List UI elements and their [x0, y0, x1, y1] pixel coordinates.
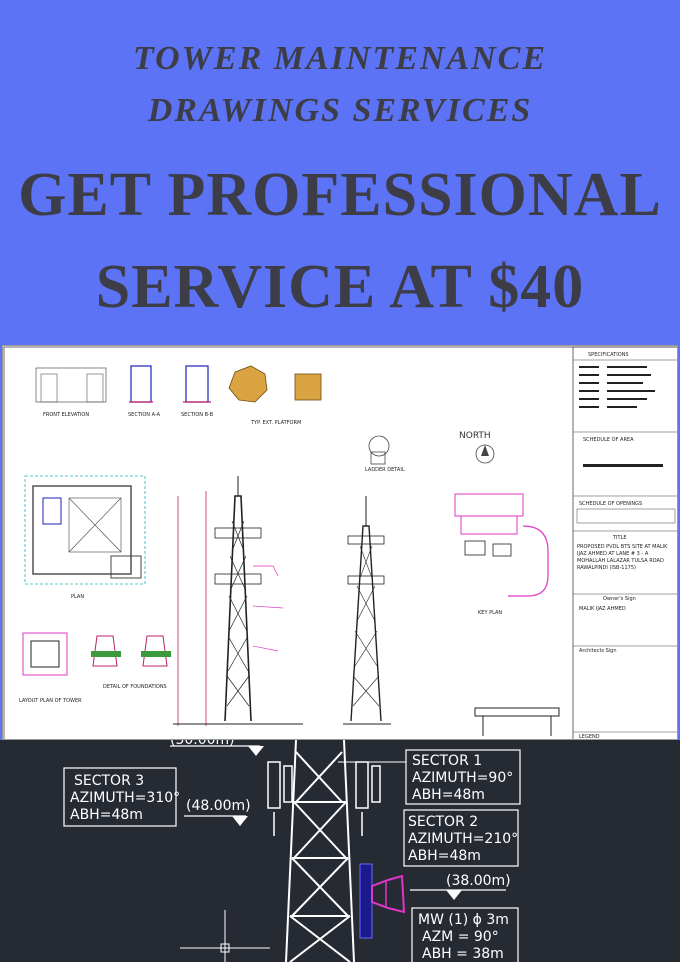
headline-line-1: GET PROFESSIONAL [18, 161, 662, 229]
ladder-detail-label: LADDER DETAIL [365, 467, 405, 473]
sector-2-abh: ABH=48m [408, 848, 481, 864]
drawing-sheet: FRONT ELEVATION SECTION A-A SECTION B-B … [2, 345, 678, 740]
mw-callout: MW (1) ϕ 3m AZM = 90° ABH = 38m [411, 907, 519, 962]
tb-schedule-area: SCHEDULE OF AREA [583, 437, 634, 443]
subtitle-line-2: DRAWINGS SERVICES [147, 92, 533, 129]
north-label: NORTH [459, 431, 491, 441]
tower-lattice [285, 740, 355, 962]
tb-specifications: SPECIFICATIONS [588, 352, 629, 358]
front-elevation-label: FRONT ELEVATION [43, 412, 89, 418]
sector-3-azimuth: AZIMUTH=310° [70, 790, 180, 806]
headline-line-2: SERVICE AT $40 [95, 253, 585, 321]
foundation-details-label: DETAIL OF FOUNDATIONS [103, 684, 167, 690]
sector-1-azimuth: AZIMUTH=90° [412, 770, 513, 786]
tb-project: PROPOSED PVDL BTS SITE AT MALIK IJAZ AHM… [577, 544, 668, 571]
dim-48-text: (48.00m) [186, 798, 251, 814]
sector-3-abh: ABH=48m [70, 807, 143, 823]
layout-plan-label: LAYOUT PLAN OF TOWER [19, 698, 82, 704]
key-plan-label: KEY PLAN [478, 610, 502, 616]
title-block [572, 346, 677, 739]
north-arrow: NORTH [459, 431, 495, 464]
mw-azimuth: AZM = 90° [422, 929, 499, 945]
section-bb-label: SECTION B-B [181, 412, 214, 418]
sector-3-title: SECTOR 3 [74, 773, 144, 789]
sector-1-abh: ABH=48m [412, 787, 485, 803]
sector-2-title: SECTOR 2 [408, 814, 478, 830]
section-aa: SECTION A-A [128, 365, 161, 418]
cad-drawing: (50.00m) SECTOR 3 AZIMUTH=310° ABH=48m (… [63, 740, 521, 962]
tower-elevation-right [343, 496, 391, 725]
cad-cursor [180, 910, 270, 962]
layout-plan: LAYOUT PLAN OF TOWER [19, 632, 82, 704]
sector-2-azimuth: AZIMUTH=210° [408, 831, 518, 847]
tb-owners-sign: Owner's Sign [603, 596, 636, 602]
cad-detail: (50.00m) SECTOR 3 AZIMUTH=310° ABH=48m (… [0, 740, 680, 962]
mw-abh: ABH = 38m [422, 946, 504, 962]
plan: PLAN [24, 475, 146, 600]
foundation-details: DETAIL OF FOUNDATIONS [91, 635, 171, 690]
section-aa-label: SECTION A-A [128, 412, 161, 418]
dim-38: (38.00m) [410, 873, 511, 900]
dim-48: (48.00m) [184, 798, 251, 826]
tb-owner-name: MALIK IJAZ AHMED [579, 606, 626, 612]
tb-architects-sign: Architects Sign [579, 648, 617, 654]
plan-label: PLAN [71, 594, 84, 600]
microwave-dish [359, 863, 406, 939]
tower-drawing: FRONT ELEVATION SECTION A-A SECTION B-B … [3, 346, 677, 740]
front-elevation: FRONT ELEVATION [35, 367, 107, 418]
sector-3-callout: SECTOR 3 AZIMUTH=310° ABH=48m [63, 767, 180, 827]
tower-elevation-left [173, 476, 303, 726]
top-dim-text: (50.00m) [170, 740, 235, 748]
top-dimension: (50.00m) [170, 740, 264, 756]
subtitle-line-1: TOWER MAINTENANCE [132, 40, 548, 77]
title-block-text: SPECIFICATIONS SCHEDULE OF AREA SCHEDULE… [573, 352, 677, 740]
sector-1-title: SECTOR 1 [412, 753, 482, 769]
platform-detail [474, 707, 560, 736]
dim-38-text: (38.00m) [446, 873, 511, 889]
key-plan: KEY PLAN [454, 493, 549, 616]
ladder-detail: LADDER DETAIL [365, 435, 405, 473]
ext-platform: TYP. EXT. PLATFORM [228, 365, 322, 426]
mw-title: MW (1) ϕ 3m [418, 912, 509, 928]
section-bb: SECTION B-B [181, 365, 214, 418]
ext-platform-label: TYP. EXT. PLATFORM [250, 420, 301, 426]
banner: TOWER MAINTENANCE DRAWINGS SERVICES GET … [0, 0, 680, 345]
tb-legend: LEGEND [579, 734, 600, 740]
tb-title: TITLE [612, 535, 627, 541]
sector-1-callout: SECTOR 1 AZIMUTH=90° ABH=48m [338, 749, 521, 805]
sector-2-callout: SECTOR 2 AZIMUTH=210° ABH=48m [403, 809, 519, 867]
tb-schedule-openings: SCHEDULE OF OPENINGS [579, 501, 642, 507]
